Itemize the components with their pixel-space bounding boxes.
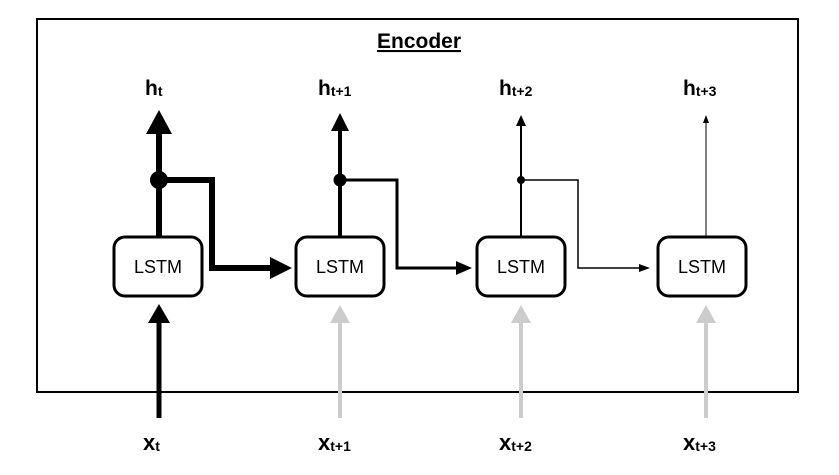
step-t-plus-3: LSTM ht+3 xt+3: [656, 77, 748, 455]
lstm-cell-label: LSTM: [678, 257, 726, 277]
output-arrowhead-t: [146, 110, 172, 134]
x-label-t: xt: [143, 430, 160, 455]
input-arrowhead-t3: [696, 305, 716, 323]
h-label-t2: ht+2: [499, 77, 533, 100]
encoder-frame: [36, 18, 799, 393]
lstm-cell-t2: [475, 235, 567, 298]
recurrent-link-t1: [340, 178, 458, 270]
step-t-plus-1: LSTM ht+1 xt+1: [294, 77, 472, 455]
x-label-t3: xt+3: [683, 430, 716, 455]
recurrent-link-t: [159, 177, 274, 271]
recurrent-arrowhead-t2: [639, 264, 650, 272]
output-arrowhead-t1: [331, 113, 349, 131]
input-arrowhead-t2: [511, 305, 531, 323]
recurrent-arrowhead-t1: [456, 261, 472, 275]
step-t-plus-2: LSTM ht+2 xt+2: [475, 77, 650, 455]
step-t: LSTM ht xt: [112, 77, 292, 455]
lstm-cell-label: LSTM: [497, 257, 545, 277]
h-label-t3: ht+3: [683, 77, 717, 100]
encoder-title: Encoder: [377, 30, 461, 53]
lstm-cell-t: [112, 235, 204, 298]
output-arrowhead-t3: [703, 115, 709, 123]
output-arrowhead-t2: [516, 115, 526, 126]
input-arrowhead-t1: [330, 305, 350, 323]
h-label-t: ht: [145, 77, 163, 100]
recurrent-link-t2: [521, 179, 640, 269]
lstm-cell-label: LSTM: [316, 257, 364, 277]
lstm-cell-t1: [294, 235, 386, 298]
h-label-t1: ht+1: [318, 77, 352, 100]
x-label-t2: xt+2: [499, 430, 532, 455]
recurrent-arrowhead-t: [270, 257, 292, 279]
x-label-t1: xt+1: [318, 430, 351, 455]
lstm-cell-label: LSTM: [134, 257, 182, 277]
lstm-cell-t3: [656, 235, 748, 298]
input-arrowhead-t: [148, 304, 170, 323]
